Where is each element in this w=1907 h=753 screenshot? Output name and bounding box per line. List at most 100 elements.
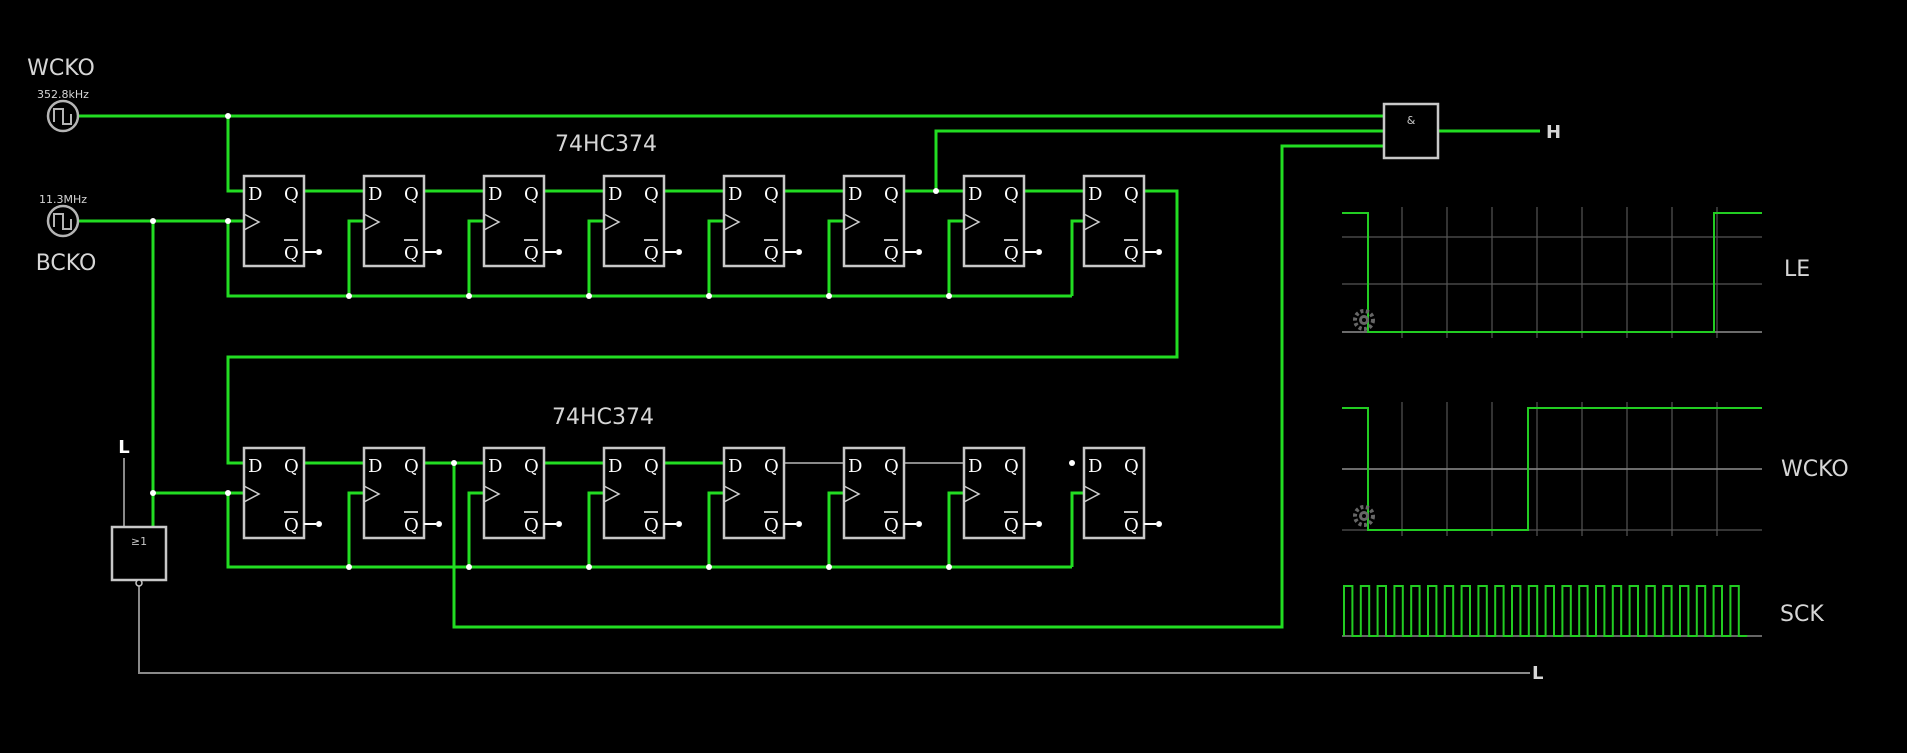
flipflop-body: [482, 174, 546, 268]
chip-label-lower: 74HC374: [552, 405, 654, 430]
clock-edge-icon: [483, 485, 501, 503]
pin-q-label: Q: [764, 456, 779, 477]
nor-gate[interactable]: ≥1: [110, 525, 168, 587]
clock-edge-icon: [1083, 213, 1101, 231]
flipflop-upper-1[interactable]: D Q Q: [242, 174, 322, 268]
clock-edge-icon: [483, 213, 501, 231]
clock-edge-icon: [723, 485, 741, 503]
pin-q-label: Q: [1124, 184, 1139, 205]
pin-q-label: Q: [284, 184, 299, 205]
output-l-label: L: [1532, 663, 1543, 684]
pin-qbar-label: Q: [404, 515, 419, 536]
pin-d-label: D: [728, 184, 742, 205]
clock-freq-bcko: 11.3MHz: [39, 193, 87, 206]
scope-grid: [1342, 207, 1762, 637]
qbar-pin: [316, 521, 322, 527]
clock-edge-icon: [363, 213, 381, 231]
flipflop-lower-4[interactable]: D Q Q: [602, 446, 682, 540]
flipflop-upper-5[interactable]: D Q Q: [722, 174, 802, 268]
flipflop-body: [602, 174, 666, 268]
qbar-pin: [1036, 249, 1042, 255]
scope-label-sck: SCK: [1780, 602, 1824, 627]
qbar-pin: [916, 249, 922, 255]
qbar-pin: [1036, 521, 1042, 527]
flipflop-body: [962, 174, 1026, 268]
clock-name-wcko: WCKO: [27, 56, 95, 81]
qbar-pin: [556, 521, 562, 527]
output-h-label: H: [1546, 122, 1561, 143]
qbar-pin: [916, 521, 922, 527]
pin-d-label: D: [1088, 456, 1102, 477]
clock-edge-icon: [603, 485, 621, 503]
pin-qbar-label: Q: [884, 243, 899, 264]
and-gate[interactable]: &: [1382, 102, 1440, 160]
pin-qbar-label: Q: [644, 515, 659, 536]
clock-edge-icon: [963, 213, 981, 231]
pin-qbar-label: Q: [404, 243, 419, 264]
pin-d-label: D: [848, 456, 862, 477]
pin-q-label: Q: [1124, 456, 1139, 477]
pin-qbar-label: Q: [284, 515, 299, 536]
clock-source-bcko[interactable]: 11.3MHz BCKO: [36, 193, 97, 276]
pin-qbar-label: Q: [764, 243, 779, 264]
qbar-pin: [436, 521, 442, 527]
pin-qbar-label: Q: [284, 243, 299, 264]
pin-q-label: Q: [1004, 456, 1019, 477]
gear-icon[interactable]: [1353, 309, 1375, 331]
qbar-pin: [1156, 249, 1162, 255]
clock-edge-icon: [723, 213, 741, 231]
gear-icon[interactable]: [1353, 505, 1375, 527]
nor-input-label: L: [118, 437, 129, 458]
flipflop-body: [842, 174, 906, 268]
flipflop-body: [1082, 446, 1146, 540]
pin-qbar-label: Q: [764, 515, 779, 536]
qbar-pin: [676, 521, 682, 527]
nor-gate-symbol: ≥1: [131, 535, 147, 548]
pin-d-label: D: [608, 456, 622, 477]
pin-qbar-label: Q: [1124, 243, 1139, 264]
qbar-pin: [796, 521, 802, 527]
flipflop-body: [242, 174, 306, 268]
clock-edge-icon: [963, 485, 981, 503]
pin-d-label: D: [248, 184, 262, 205]
pin-q-label: Q: [404, 456, 419, 477]
clock-source-wcko[interactable]: WCKO 352.8kHz: [27, 56, 95, 133]
qbar-pin: [1156, 521, 1162, 527]
trace-le: [1342, 212, 1762, 333]
flipflop-body: [962, 446, 1026, 540]
pin-d-label: D: [968, 456, 982, 477]
qbar-pin: [796, 249, 802, 255]
trace-wcko: [1342, 407, 1762, 531]
junction-dots: [150, 113, 1075, 570]
pin-q-label: Q: [404, 184, 419, 205]
flipflop-body: [602, 446, 666, 540]
clock-edge-icon: [243, 213, 261, 231]
trace-sck: [1343, 585, 1748, 637]
pin-q-label: Q: [764, 184, 779, 205]
pin-q-label: Q: [644, 456, 659, 477]
flipflop-body: [842, 446, 906, 540]
pin-d-label: D: [848, 184, 862, 205]
pin-q-label: Q: [1004, 184, 1019, 205]
pin-qbar-label: Q: [524, 243, 539, 264]
scope-label-le: LE: [1784, 257, 1810, 282]
clock-edge-icon: [843, 485, 861, 503]
qbar-pin: [316, 249, 322, 255]
flipflop-body: [482, 446, 546, 540]
flipflop-body: [722, 174, 786, 268]
